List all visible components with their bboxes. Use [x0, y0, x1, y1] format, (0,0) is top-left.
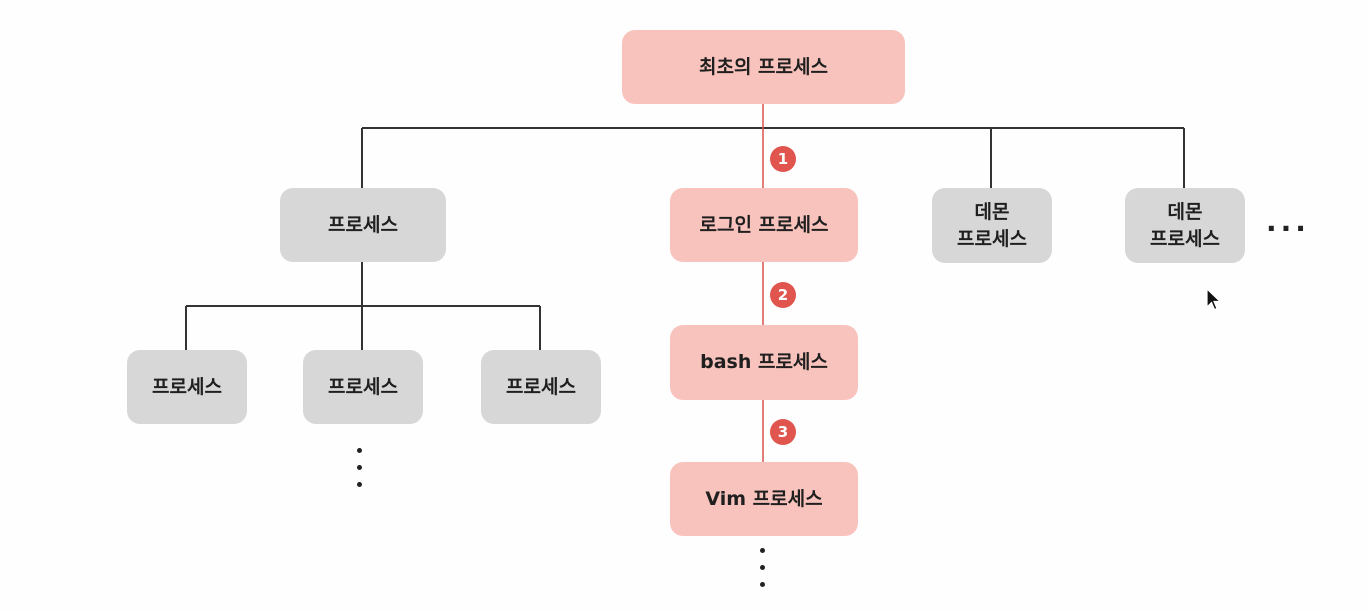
grandchild-process-node-3: 프로세스 [481, 350, 601, 424]
grandchild-process-node-2: 프로세스 [303, 350, 423, 424]
mouse-cursor-icon [1206, 288, 1222, 311]
login-process-node: 로그인 프로세스 [670, 188, 858, 262]
grandchild-label: 프로세스 [328, 375, 398, 398]
more-grandchildren-ellipsis [357, 442, 362, 493]
root-process-label: 최초의 프로세스 [699, 55, 828, 78]
grandchild-label: 프로세스 [506, 375, 576, 398]
step-badge-3: 3 [770, 419, 796, 445]
daemon-process-node-2: 데몬 프로세스 [1125, 188, 1245, 263]
vim-process-node: Vim 프로세스 [670, 462, 858, 536]
daemon-label-line-2: 프로세스 [1150, 227, 1220, 250]
daemon-process-node-1: 데몬 프로세스 [932, 188, 1052, 263]
step-badge-2: 2 [770, 282, 796, 308]
daemon-label-line-2: 프로세스 [957, 227, 1027, 250]
vim-process-label: Vim 프로세스 [705, 487, 823, 510]
root-process-node: 최초의 프로세스 [622, 30, 905, 104]
child-process-label: 프로세스 [328, 213, 398, 236]
more-children-ellipsis: ... [1266, 205, 1310, 238]
daemon-label-line-1: 데몬 [1167, 200, 1203, 223]
child-process-node: 프로세스 [280, 188, 446, 262]
bash-process-node: bash 프로세스 [670, 325, 858, 400]
bash-process-label: bash 프로세스 [700, 351, 828, 374]
step-badge-1: 1 [770, 146, 796, 172]
grandchild-label: 프로세스 [152, 375, 222, 398]
daemon-label-line-1: 데몬 [974, 200, 1010, 223]
grandchild-process-node-1: 프로세스 [127, 350, 247, 424]
more-chain-ellipsis [760, 542, 765, 593]
login-process-label: 로그인 프로세스 [699, 213, 829, 236]
